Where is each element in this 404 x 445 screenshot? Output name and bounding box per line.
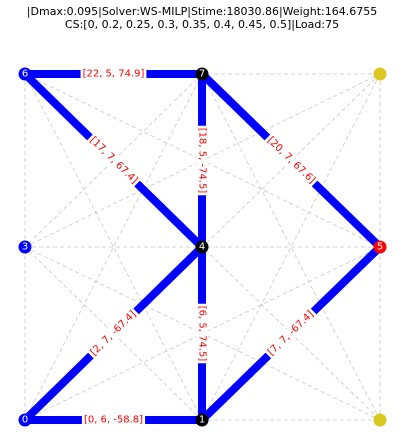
node-circle [195,240,209,254]
edge-label-bg [196,303,208,364]
node-label: 7 [199,69,205,80]
grid-line [24,246,203,421]
grid-line [201,73,381,421]
node-circle [373,413,387,427]
edge-label-text: [22, 5, 74.9] [83,69,145,80]
node-label: 4 [199,242,205,253]
edge-label-6-7: [22, 5, 74.9] [80,68,147,80]
grid-line [24,73,203,248]
node-5: 5 [373,240,387,254]
grid-line [201,73,381,421]
edge-label-bg [196,125,208,196]
edge-label-text: [7, 7, -67.4] [266,309,316,358]
nodes: 0 1 3 4 5 6 7 [18,67,387,427]
node-circle [18,240,32,254]
edge-label-0-1: [0, 6, -58.8] [81,414,146,426]
node-circle [373,240,387,254]
edge-label-bg [81,414,146,426]
edge-label-bg [86,307,141,360]
node-8 [373,67,387,81]
node-7: 7 [195,67,209,81]
edge-label-bg [80,68,147,80]
node-1: 1 [195,413,209,427]
edge-label-7-4: [18, 5, -74.5] [196,125,208,196]
edge-label-text: [6, 5, 74.5] [197,306,208,362]
edge-label-bg [264,307,318,360]
node-circle [18,413,32,427]
node-circle [373,67,387,81]
header-line-2: CS:[0, 0.2, 0.25, 0.3, 0.35, 0.4, 0.45, … [64,18,340,31]
edge-label-text: [18, 5, -74.5] [197,128,208,194]
node-circle [195,413,209,427]
node-label: 1 [199,415,205,426]
plot-header: |Dmax:0.095|Solver:WS-MILP|Stime:18030.8… [0,5,404,31]
edge-label-bg [263,133,319,188]
grid-line [24,73,203,421]
node-label: 5 [377,242,383,253]
node-label: 6 [22,69,28,80]
node-label: 0 [22,415,28,426]
header-line-1: |Dmax:0.095|Solver:WS-MILP|Stime:18030.8… [26,5,378,18]
edge-label-7-5: [20, 7, 67.6] [263,133,319,188]
grid-line [24,73,203,421]
node-3: 3 [18,240,32,254]
node-circle [195,67,209,81]
node-2 [373,413,387,427]
node-0: 0 [18,413,32,427]
node-4: 4 [195,240,209,254]
edge-label-text: [0, 6, -58.8] [84,415,143,426]
node-label: 3 [22,242,28,253]
node-6: 6 [18,67,32,81]
node-circle [18,67,32,81]
edge-label-4-1: [6, 5, 74.5] [196,303,208,364]
edge-label-bg [85,133,142,188]
edge-label-6-4: [17, 7, 67.4] [85,133,142,188]
